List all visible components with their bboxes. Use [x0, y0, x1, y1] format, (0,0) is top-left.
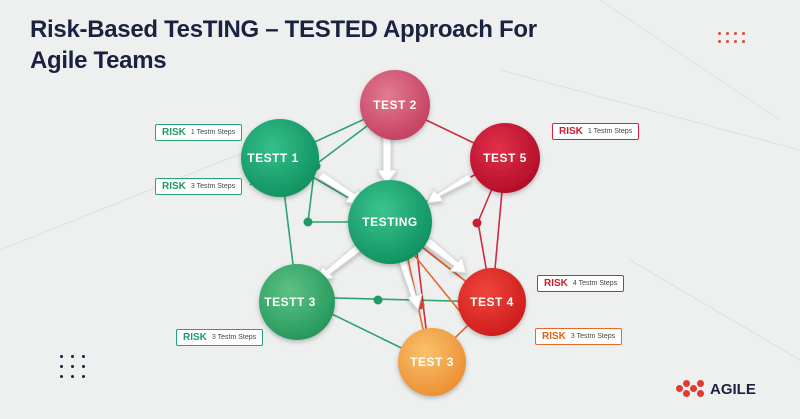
title-line-1: Risk-Based TesTING – TESTED Approach For: [30, 16, 537, 43]
arrow-to-testt3: [317, 243, 363, 281]
decorative-dots-bottom-left: [60, 355, 85, 378]
risk-tag-test4: RISK 4 Testm Steps: [537, 275, 625, 292]
risk-tag-key: RISK: [183, 332, 207, 343]
node-test5-label: TEST 5: [483, 151, 527, 165]
risk-tag-testt1-upper: RISK 1 Testm Steps: [155, 124, 243, 141]
flow-arrows: [317, 117, 473, 312]
node-testt1[interactable]: TESTT 1: [241, 119, 319, 197]
node-testt1-label: TESTT 1: [247, 151, 299, 165]
node-test5[interactable]: TEST 5: [470, 123, 540, 193]
node-test4-label: TEST 4: [470, 295, 514, 309]
page-title: Risk-Based TesTING – TESTED Approach For…: [30, 14, 670, 76]
brand-name: AGILE: [710, 380, 756, 398]
risk-tag-value: 3 Testm Steps: [211, 334, 257, 341]
risk-tag-test3: RISK 3 Testm Steps: [535, 328, 623, 345]
risk-tag-value: 1 Testm Steps: [190, 129, 236, 136]
node-test2-label: TEST 2: [373, 98, 417, 112]
node-testt3-label: TESTT 3: [264, 295, 316, 309]
node-test3-label: TEST 3: [410, 355, 454, 369]
node-test2[interactable]: TEST 2: [360, 70, 430, 140]
risk-tag-value: 1 Testm Steps: [587, 128, 633, 135]
risk-tag-value: 3 Testm Steps: [570, 333, 616, 340]
node-test3[interactable]: TEST 3: [398, 328, 466, 396]
brand-logo: AGILE: [676, 380, 756, 398]
risk-tag-value: 3 Testm Steps: [190, 183, 236, 190]
risk-tag-testt1-lower: RISK 3 Testm Steps: [155, 178, 243, 195]
risk-tag-test5: RISK 1 Testm Steps: [552, 123, 640, 140]
agile-logo-icon: [676, 380, 706, 398]
background-lines: [0, 0, 800, 361]
risk-tag-key: RISK: [162, 181, 186, 192]
hub-testing-label: TESTING: [362, 215, 418, 229]
node-test4[interactable]: TEST 4: [458, 268, 526, 336]
arrow-from-test5: [426, 173, 473, 204]
risk-tag-key: RISK: [542, 331, 566, 342]
risk-tag-key: RISK: [544, 278, 568, 289]
risk-tag-testt3: RISK 3 Testm Steps: [176, 329, 264, 346]
risk-tag-key: RISK: [559, 126, 583, 137]
arrow-to-test4: [423, 237, 467, 274]
hub-testing[interactable]: TESTING: [348, 180, 432, 264]
decorative-dots-top-right: [718, 32, 745, 43]
title-line-2: Agile Teams: [30, 47, 167, 74]
node-testt3[interactable]: TESTT 3: [259, 264, 335, 340]
risk-tag-value: 4 Testm Steps: [572, 280, 618, 287]
risk-tag-key: RISK: [162, 127, 186, 138]
